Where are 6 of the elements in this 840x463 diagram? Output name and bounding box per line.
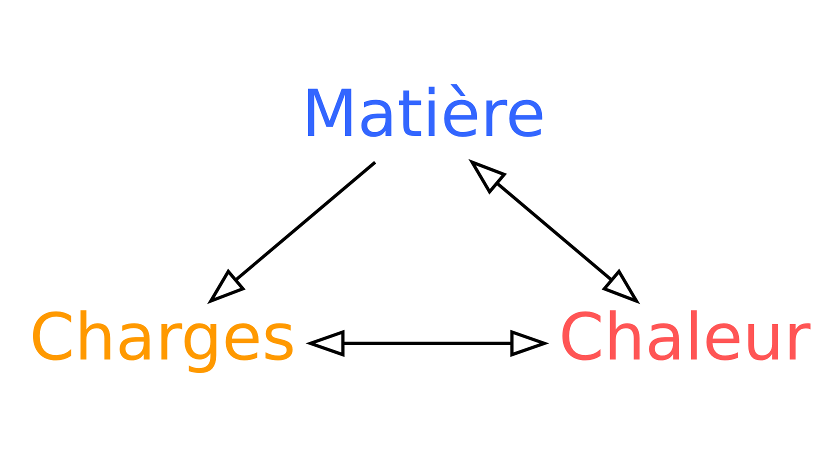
node-text: Matière — [302, 76, 546, 152]
node-text: Chaleur — [558, 300, 811, 376]
node-text: Charges — [29, 300, 296, 376]
arrow — [468, 159, 640, 304]
arrow — [306, 330, 550, 357]
arrow — [207, 160, 376, 304]
